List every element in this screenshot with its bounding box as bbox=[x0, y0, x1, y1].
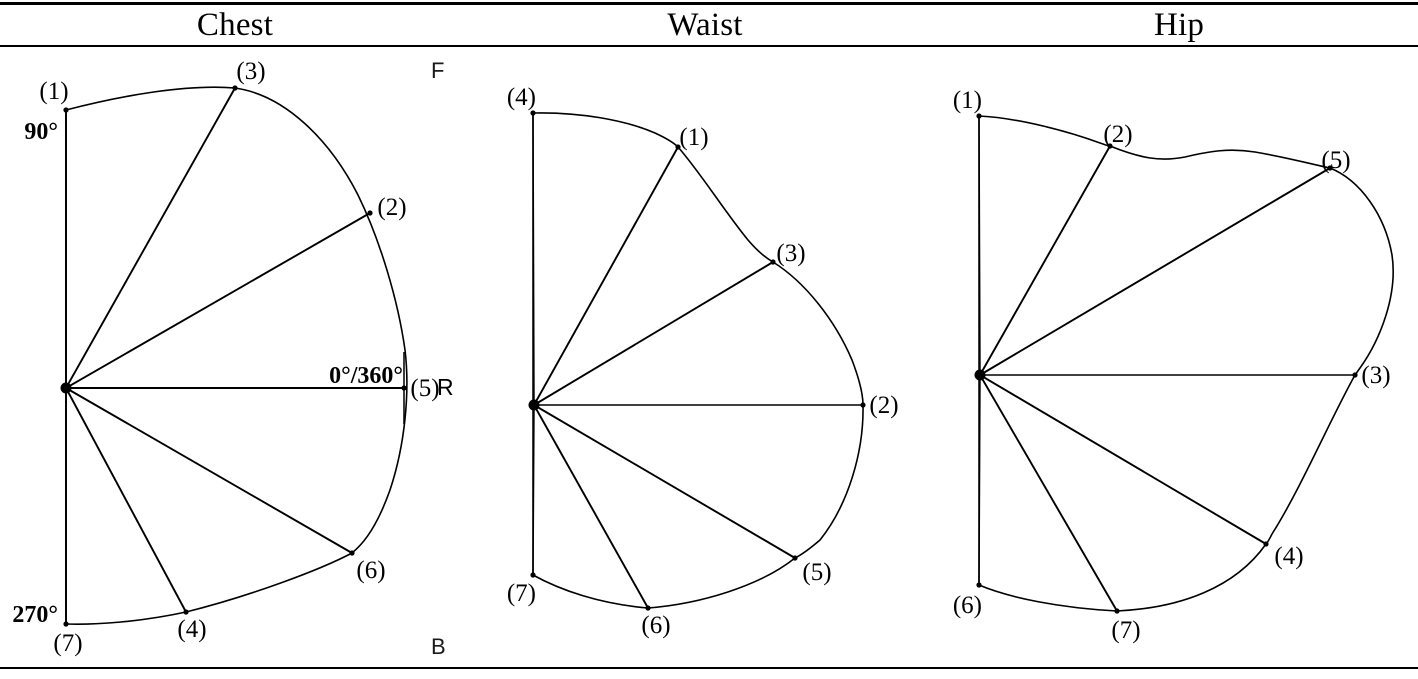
chest-label-4: (4) bbox=[177, 616, 206, 643]
header-border-rule bbox=[0, 45, 1418, 47]
waist-label-7: (7) bbox=[507, 580, 536, 607]
front-orientation-label: F bbox=[431, 58, 445, 83]
waist-point-marker-2 bbox=[860, 402, 866, 408]
waist-ray-6 bbox=[533, 404, 649, 609]
waist-label-4: (4) bbox=[507, 84, 536, 111]
hip-origin-marker bbox=[974, 369, 986, 381]
hip-label-2: (2) bbox=[1103, 121, 1132, 148]
chest-point-marker-7 bbox=[63, 621, 69, 627]
angle-label-270: 270° bbox=[12, 602, 58, 628]
waist-label-3: (3) bbox=[776, 240, 805, 267]
hip-ray-6 bbox=[978, 374, 981, 586]
waist-ray-3 bbox=[533, 261, 774, 406]
chest-label-5: (5) bbox=[410, 375, 439, 402]
chest-ray-2 bbox=[65, 212, 371, 389]
waist-outline bbox=[532, 112, 864, 609]
hip-ray-1 bbox=[978, 115, 981, 376]
hip-label-1: (1) bbox=[953, 87, 982, 114]
waist-point-marker-1 bbox=[675, 144, 681, 150]
waist-ray-1 bbox=[533, 146, 679, 406]
waist-ray-7 bbox=[532, 404, 535, 576]
hip-label-3: (3) bbox=[1361, 362, 1390, 389]
waist-ray-4 bbox=[532, 112, 535, 406]
chest-label-2: (2) bbox=[377, 194, 406, 221]
hip-point-marker-6 bbox=[976, 582, 982, 588]
waist-point-marker-5 bbox=[792, 555, 798, 561]
waist-origin-marker bbox=[528, 399, 540, 411]
waist-point-marker-4 bbox=[530, 110, 536, 116]
bottom-border-rule bbox=[0, 667, 1418, 669]
hip-point-marker-5 bbox=[1327, 165, 1333, 171]
hip-ray-2 bbox=[979, 145, 1111, 376]
hip-point-marker-3 bbox=[1352, 372, 1358, 378]
hip-label-5: (5) bbox=[1321, 147, 1350, 174]
waist-point-marker-6 bbox=[645, 605, 651, 611]
waist-ray-5 bbox=[533, 404, 796, 559]
chest-point-marker-4 bbox=[183, 609, 189, 615]
waist-label-6: (6) bbox=[641, 612, 670, 639]
hip-label-6: (6) bbox=[953, 592, 982, 619]
chest-ray-6 bbox=[65, 387, 353, 554]
right-side-marker-label: R bbox=[437, 374, 454, 400]
chest-point-marker-5 bbox=[401, 385, 407, 391]
panel-title-hip: Hip bbox=[1153, 7, 1205, 43]
chest-label-3: (3) bbox=[236, 58, 265, 85]
chest-ray-4 bbox=[65, 387, 187, 613]
chest-label-1: (1) bbox=[39, 78, 68, 105]
chest-origin-marker bbox=[60, 382, 72, 394]
waist-point-marker-7 bbox=[530, 572, 536, 578]
cross-section-svg: (1) (3) (2) (5) (6) (4) (7) 90° 270° 0°/… bbox=[12, 58, 1394, 657]
chest-point-marker-3 bbox=[232, 85, 238, 91]
hip-ray-7 bbox=[979, 374, 1118, 612]
waist-label-2: (2) bbox=[869, 392, 898, 419]
chest-outline bbox=[65, 86, 408, 625]
back-orientation-label: B bbox=[431, 634, 446, 659]
chest-point-marker-6 bbox=[349, 550, 355, 556]
panel-title-waist: Waist bbox=[667, 7, 743, 43]
hip-point-marker-1 bbox=[976, 113, 982, 119]
chest-label-6: (6) bbox=[356, 557, 385, 584]
waist-label-5: (5) bbox=[802, 559, 831, 586]
chest-point-marker-2 bbox=[367, 210, 373, 216]
waist-label-1: (1) bbox=[679, 124, 708, 151]
panel-waist: (4) (1) (3) (2) (5) (6) (7) bbox=[507, 84, 899, 639]
waist-point-marker-3 bbox=[770, 259, 776, 265]
angle-label-90: 90° bbox=[24, 119, 58, 145]
hip-point-marker-7 bbox=[1114, 608, 1120, 614]
hip-outline bbox=[978, 115, 1394, 612]
hip-ray-4 bbox=[979, 374, 1267, 545]
chest-label-7: (7) bbox=[53, 630, 82, 657]
panel-hip: (1) (2) (5) (3) (4) (7) (6) bbox=[953, 87, 1394, 644]
chest-ray-3 bbox=[65, 87, 236, 389]
hip-ray-5 bbox=[979, 167, 1331, 376]
hip-label-7: (7) bbox=[1111, 617, 1140, 644]
hip-label-4: (4) bbox=[1274, 543, 1303, 570]
panel-chest: (1) (3) (2) (5) (6) (4) (7) 90° 270° 0°/… bbox=[12, 58, 453, 657]
hip-point-marker-2 bbox=[1107, 143, 1113, 149]
chest-point-marker-1 bbox=[63, 107, 69, 113]
hip-point-marker-4 bbox=[1263, 541, 1269, 547]
angle-label-0-360: 0°/360° bbox=[329, 363, 403, 389]
panel-title-chest: Chest bbox=[196, 7, 274, 43]
cross-section-figure: (1) (3) (2) (5) (6) (4) (7) 90° 270° 0°/… bbox=[0, 47, 1418, 667]
top-border-rule bbox=[0, 2, 1418, 5]
